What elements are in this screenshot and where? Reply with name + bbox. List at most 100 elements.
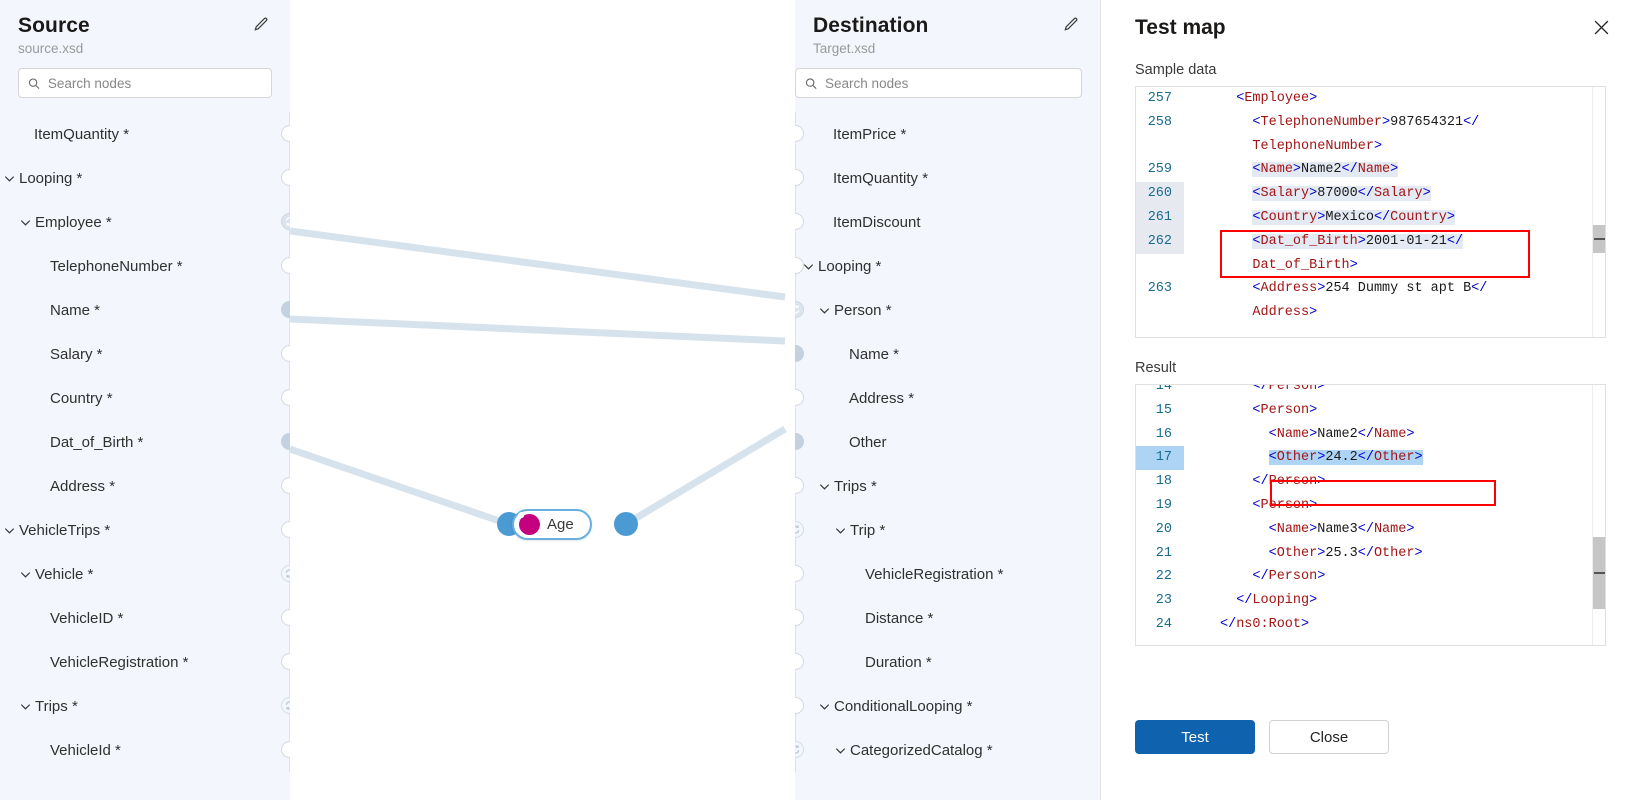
source-tree-row[interactable]: VehicleRegistration * (0, 640, 290, 684)
result-scroll-thumb[interactable] (1593, 537, 1605, 609)
wrench-icon (514, 512, 540, 535)
source-tree-row[interactable]: Salary * (0, 332, 290, 376)
pencil-icon[interactable] (1058, 12, 1084, 38)
sample-data-editor[interactable]: 257 <Employee>258 <TelephoneNumber>98765… (1135, 86, 1606, 338)
result-line: 24</ns0:Root> (1136, 613, 1605, 637)
line-number: 15 (1155, 402, 1172, 418)
destination-tree-row[interactable]: Person * (795, 288, 1100, 332)
chevron-down-icon[interactable] (817, 303, 832, 318)
destination-tree-row[interactable]: Duration * (795, 640, 1100, 684)
loop-icon (795, 305, 800, 314)
result-line: 22 </Person> (1136, 565, 1605, 589)
pencil-icon[interactable] (248, 12, 274, 38)
destination-tree-row[interactable]: ConditionalLooping * (795, 684, 1100, 728)
line-number: 16 (1155, 426, 1172, 442)
destination-tree-row[interactable]: ItemQuantity * (795, 156, 1100, 200)
edge-age-other (624, 425, 787, 528)
sample-line: 263 <Address>254 Dummy st apt B</ (1136, 277, 1605, 301)
chevron-down-icon[interactable] (2, 171, 17, 186)
source-tree-row[interactable]: Trips * (0, 684, 290, 728)
loop-icon (795, 525, 800, 534)
destination-tree-row[interactable]: Address * (795, 376, 1100, 420)
destination-tree-row[interactable]: Distance * (795, 596, 1100, 640)
sample-line: 257 <Employee> (1136, 87, 1605, 111)
source-tree-row[interactable]: Vehicle * (0, 552, 290, 596)
source-tree-row[interactable]: Employee * (0, 200, 290, 244)
line-number: 258 (1147, 114, 1172, 130)
mapping-canvas[interactable]: Age (290, 0, 795, 800)
line-number: 17 (1136, 446, 1184, 471)
sample-data-scrollbar[interactable] (1592, 87, 1605, 337)
source-node-label: Name * (50, 301, 101, 319)
destination-tree-row[interactable]: Trips * (795, 464, 1100, 508)
source-tree-row[interactable]: Name * (0, 288, 290, 332)
destination-tree-row[interactable]: Other (795, 420, 1100, 464)
chevron-down-icon[interactable] (801, 259, 816, 274)
chevron-down-icon[interactable] (18, 215, 33, 230)
source-tree-row[interactable]: VehicleTrips * (0, 508, 290, 552)
destination-node-label: Other (849, 433, 887, 451)
source-tree-row[interactable]: TelephoneNumber * (0, 244, 290, 288)
destination-tree-row[interactable]: ItemDiscount (795, 200, 1100, 244)
source-tree-row[interactable]: VehicleId * (0, 728, 290, 772)
source-search-box[interactable] (18, 68, 272, 98)
chevron-down-icon[interactable] (18, 699, 33, 714)
source-node-label: VehicleID * (50, 609, 124, 627)
line-number: 22 (1155, 569, 1172, 585)
code-content: <Salary>87000</Salary> (1252, 186, 1431, 202)
destination-tree-row[interactable]: ItemPrice * (795, 112, 1100, 156)
sample-line: 262 <Dat_of_Birth>2001-01-21</ (1136, 229, 1605, 254)
fn-output-handle[interactable] (614, 512, 638, 536)
test-map-panel: Test map Sample data 257 <Employee>258 <… (1100, 0, 1630, 800)
chevron-down-icon[interactable] (817, 699, 832, 714)
chevron-down-icon[interactable] (833, 743, 848, 758)
chevron-down-icon[interactable] (833, 523, 848, 538)
source-node-label: Salary * (50, 345, 103, 363)
source-panel-header: Source source.xsd (0, 0, 290, 56)
code-content: <Name>Name2</Name> (1268, 426, 1415, 442)
destination-search-input[interactable] (825, 75, 1072, 91)
destination-tree-row[interactable]: CategorizedCatalog * (795, 728, 1100, 772)
chevron-down-icon[interactable] (2, 523, 17, 538)
sample-line: 258 <TelephoneNumber>987654321</ (1136, 111, 1605, 135)
source-tree-row[interactable]: ItemQuantity * (0, 112, 290, 156)
edge-name-name (290, 315, 786, 345)
result-editor[interactable]: 14 </Person>15 <Person>16 <Name>Name2</N… (1135, 384, 1606, 646)
close-button[interactable]: Close (1269, 720, 1389, 754)
function-node-age[interactable]: Age (512, 509, 592, 540)
test-button[interactable]: Test (1135, 720, 1255, 754)
code-content: <Address>254 Dummy st apt B</ (1252, 281, 1488, 297)
source-search-input[interactable] (47, 75, 262, 91)
sample-scroll-thumb[interactable] (1593, 225, 1605, 253)
source-node-label: VehicleTrips * (19, 521, 111, 539)
result-line: 19 <Person> (1136, 494, 1605, 518)
source-tree-row[interactable]: Looping * (0, 156, 290, 200)
destination-search-box[interactable] (795, 68, 1082, 98)
result-scrollbar[interactable] (1592, 385, 1605, 645)
code-content: Address> (1252, 305, 1318, 321)
close-icon[interactable] (1588, 14, 1614, 40)
chevron-down-icon[interactable] (18, 567, 33, 582)
destination-tree-row[interactable]: VehicleRegistration * (795, 552, 1100, 596)
sample-line: Address> (1136, 301, 1605, 325)
code-content: </Person> (1252, 384, 1326, 394)
result-line: 18 </Person> (1136, 470, 1605, 494)
source-tree-row[interactable]: Dat_of_Birth * (0, 420, 290, 464)
source-panel: Source source.xsd ItemQuantity *Looping … (0, 0, 290, 800)
destination-tree-row[interactable]: Trip * (795, 508, 1100, 552)
chevron-down-icon[interactable] (817, 479, 832, 494)
destination-tree-row[interactable]: Name * (795, 332, 1100, 376)
function-node-label: Age (547, 516, 574, 533)
source-tree-row[interactable]: Country * (0, 376, 290, 420)
source-tree-row[interactable]: VehicleID * (0, 596, 290, 640)
source-tree: ItemQuantity *Looping *Employee * Telepho… (0, 112, 290, 772)
source-tree-row[interactable]: Address * (0, 464, 290, 508)
source-title: Source (18, 14, 90, 37)
source-node-label: TelephoneNumber * (50, 257, 183, 275)
destination-tree-row[interactable]: Looping * (795, 244, 1100, 288)
code-content: </Person> (1252, 569, 1326, 585)
line-number: 21 (1155, 545, 1172, 561)
destination-node-label: Trips * (834, 477, 877, 495)
